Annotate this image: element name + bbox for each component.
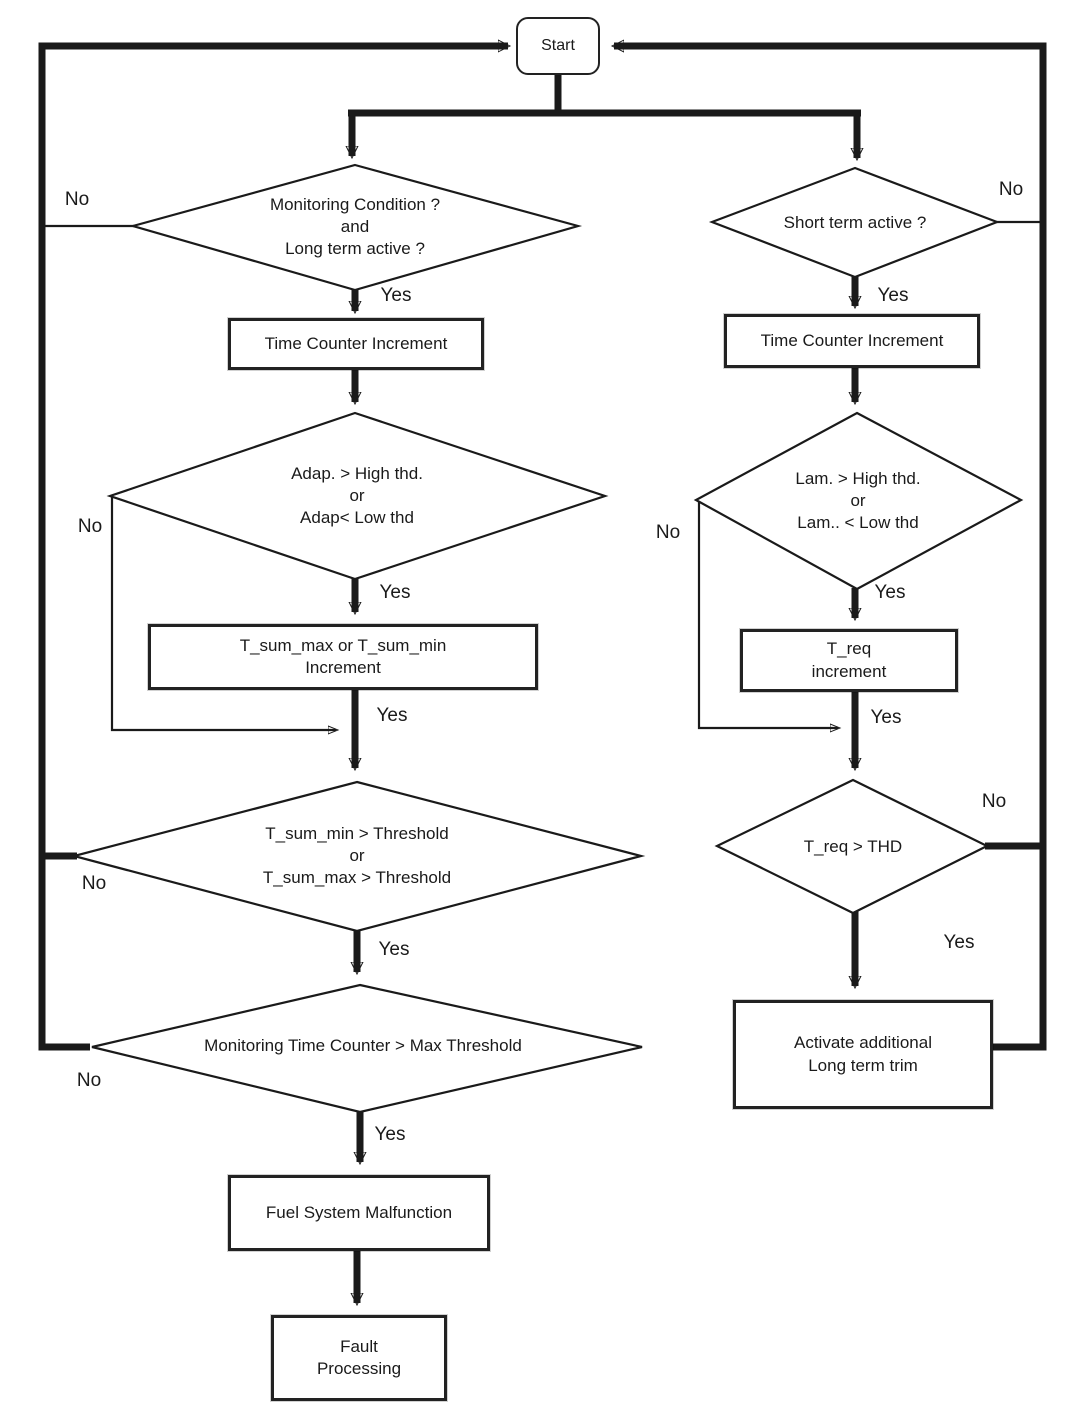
node-left-tsum-increment: T_sum_max or T_sum_min Increment bbox=[148, 624, 538, 690]
decision-right-lam-label: Lam. > High thd. or Lam.. < Low thd bbox=[795, 468, 920, 534]
decision-right-short-term-label: Short term active ? bbox=[784, 212, 927, 234]
edge-label-right-d2-yes: Yes bbox=[874, 582, 906, 603]
node-left-fuel-malfunction: Fuel System Malfunction bbox=[228, 1175, 490, 1251]
decision-left-monitoring-line2: and bbox=[340, 216, 370, 236]
node-right-treq-increment: T_req increment bbox=[740, 629, 958, 692]
decision-left-adap-line1: Adap. > High thd. bbox=[291, 463, 423, 483]
edge-label-left-d2-yes: Yes bbox=[379, 582, 411, 603]
decision-right-short-term-line1: Short term active ? bbox=[783, 212, 927, 232]
node-left-fault-processing: Fault Processing bbox=[271, 1315, 447, 1401]
node-left-tsum-increment-line1: T_sum_max or T_sum_min bbox=[239, 635, 447, 655]
node-left-fault-processing-line1: Fault bbox=[340, 1336, 378, 1356]
edge-left-d2-no-loop bbox=[110, 496, 336, 730]
edge-label-left-d4-no: No bbox=[76, 1070, 102, 1091]
decision-left-monitoring-line3: Long term active ? bbox=[285, 239, 425, 259]
node-right-treq-increment-line2: increment bbox=[811, 661, 887, 681]
edge-label-left-d4-yes: Yes bbox=[374, 1124, 406, 1145]
node-left-fault-processing-line2: Processing bbox=[316, 1359, 402, 1378]
edge-label-left-d1-no: No bbox=[64, 189, 90, 210]
edge-label-right-d1-yes: Yes bbox=[877, 285, 909, 306]
edge-label-right-d1-no: No bbox=[998, 179, 1024, 200]
node-right-activate-trim-line2: Long term trim bbox=[808, 1055, 918, 1075]
decision-left-tsum-line3: T_sum_max > Threshold bbox=[262, 868, 452, 888]
decision-right-treq-label: T_req > THD bbox=[804, 836, 902, 858]
decision-left-tsum-shape bbox=[69, 780, 646, 933]
edge-label-right-d3-no: No bbox=[981, 791, 1007, 812]
decision-left-monitoring-shape bbox=[128, 163, 583, 292]
decision-left-tsum-label: T_sum_min > Threshold or T_sum_max > Thr… bbox=[263, 823, 451, 889]
edge-label-left-d3-yes: Yes bbox=[378, 939, 410, 960]
decision-left-tsum-line1: T_sum_min > Threshold bbox=[265, 823, 449, 843]
edge-label-right-b2-yes: Yes bbox=[870, 707, 902, 728]
decision-left-adap-line2: or bbox=[349, 485, 365, 505]
decision-left-tsum-line2: or bbox=[349, 845, 365, 865]
edge-label-left-d1-yes: Yes bbox=[380, 285, 412, 306]
decision-right-lam-line1: Lam. > High thd. bbox=[795, 468, 921, 488]
node-left-time-counter-label: Time Counter Increment bbox=[264, 333, 448, 353]
node-left-time-counter: Time Counter Increment bbox=[228, 318, 484, 370]
decision-right-lam-line2: or bbox=[850, 490, 866, 510]
decision-right-treq-line1: T_req > THD bbox=[803, 836, 903, 856]
decision-left-monitoring-time-shape bbox=[91, 983, 643, 1114]
edge-label-left-d2-no: No bbox=[77, 516, 103, 537]
node-right-time-counter-label: Time Counter Increment bbox=[760, 330, 944, 350]
node-right-treq-increment-line1: T_req bbox=[826, 639, 872, 659]
decision-right-lam-line3: Lam.. < Low thd bbox=[797, 513, 919, 533]
decision-left-adap-label: Adap. > High thd. or Adap< Low thd bbox=[291, 463, 423, 529]
node-right-activate-trim-line1: Activate additional bbox=[794, 1033, 932, 1053]
decision-left-monitoring-line1: Monitoring Condition ? bbox=[269, 194, 441, 214]
decision-right-short-term-shape bbox=[708, 166, 1001, 279]
node-start: Start bbox=[516, 17, 600, 75]
node-right-activate-trim: Activate additional Long term trim bbox=[733, 1000, 993, 1109]
node-right-time-counter: Time Counter Increment bbox=[724, 314, 980, 368]
decision-left-monitoring-label: Monitoring Condition ? and Long term act… bbox=[270, 194, 440, 260]
node-start-label: Start bbox=[541, 36, 575, 54]
decision-right-lam-shape bbox=[693, 411, 1024, 591]
decision-left-monitoring-time-label: Monitoring Time Counter > Max Threshold bbox=[204, 1035, 522, 1057]
edge-right-d2-no-loop bbox=[697, 498, 838, 728]
edge-label-right-d3-yes: Yes bbox=[943, 932, 975, 953]
decision-left-adap-line3: Adap< Low thd bbox=[300, 508, 414, 528]
decision-right-treq-shape bbox=[714, 778, 990, 915]
edge-left-loop-to-start bbox=[38, 46, 508, 1051]
edge-label-left-d3-no: No bbox=[81, 873, 107, 894]
decision-left-adap-shape bbox=[106, 411, 609, 581]
edge-right-loop-to-start bbox=[614, 46, 1047, 1051]
decision-left-monitoring-time-line1: Monitoring Time Counter > Max Threshold bbox=[204, 1035, 522, 1055]
node-left-tsum-increment-line2: Increment bbox=[305, 658, 381, 677]
edge-label-right-d2-no: No bbox=[655, 522, 681, 543]
edge-label-left-b2-yes: Yes bbox=[376, 705, 408, 726]
node-left-fuel-malfunction-label: Fuel System Malfunction bbox=[265, 1202, 453, 1222]
